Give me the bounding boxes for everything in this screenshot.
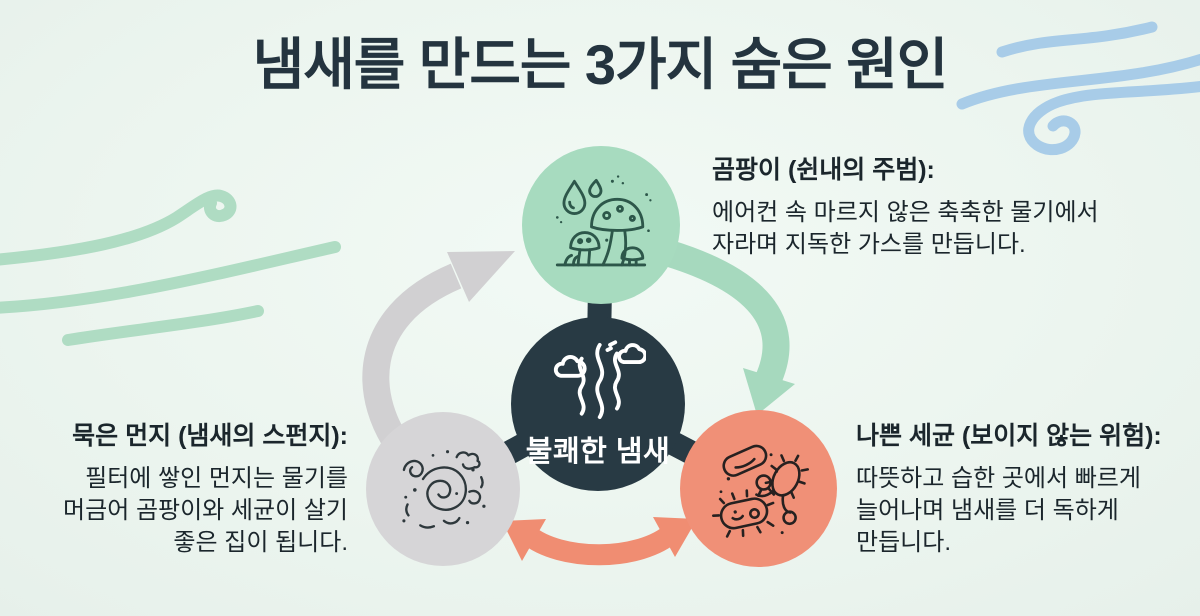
dust-heading: 묵은 먼지 (냄새의 스펀지):	[72, 422, 348, 450]
dust-swirl-icon	[402, 450, 486, 529]
dust-text-block: 묵은 먼지 (냄새의 스펀지): 필터에 쌓인 먼지는 물기를 머금어 곰팡이와…	[8, 416, 348, 559]
bacteria-body: 따뜻하고 습한 곳에서 빠르게 늘어나며 냄새를 더 독하게 만듭니다.	[856, 465, 1141, 557]
mold-mushroom-icon	[555, 175, 652, 267]
bacteria-circle	[680, 410, 837, 567]
odor-steam-icon	[553, 340, 646, 420]
arrow-mold-to-bacteria	[664, 240, 795, 415]
mold-circle	[522, 146, 680, 304]
page-title: 냄새를 만드는 3가지 숨은 원인	[252, 33, 949, 96]
arrow-dust-bacteria-double	[502, 517, 697, 566]
dust-body: 필터에 쌓인 먼지는 물기를 머금어 곰팡이와 세균이 살기 좋은 집이 됩니다…	[63, 465, 348, 557]
odor-hub-circle: 불쾌한 냄새	[511, 317, 685, 491]
dust-circle	[366, 412, 520, 566]
mold-text-block: 곰팡이 (쉰내의 주범): 에어컨 속 마르지 않은 축축한 물기에서 자라며 …	[712, 150, 1152, 261]
mold-body: 에어컨 속 마르지 않은 축축한 물기에서 자라며 지독한 가스를 만듭니다.	[712, 199, 1099, 259]
bacteria-icon	[711, 444, 809, 538]
bacteria-heading: 나쁜 세균 (보이지 않는 위험):	[856, 422, 1162, 450]
hub-label: 불쾌한 냄새	[525, 436, 671, 468]
mold-heading: 곰팡이 (쉰내의 주범):	[712, 156, 935, 184]
bacteria-text-block: 나쁜 세균 (보이지 않는 위험): 따뜻하고 습한 곳에서 빠르게 늘어나며 …	[856, 416, 1200, 559]
